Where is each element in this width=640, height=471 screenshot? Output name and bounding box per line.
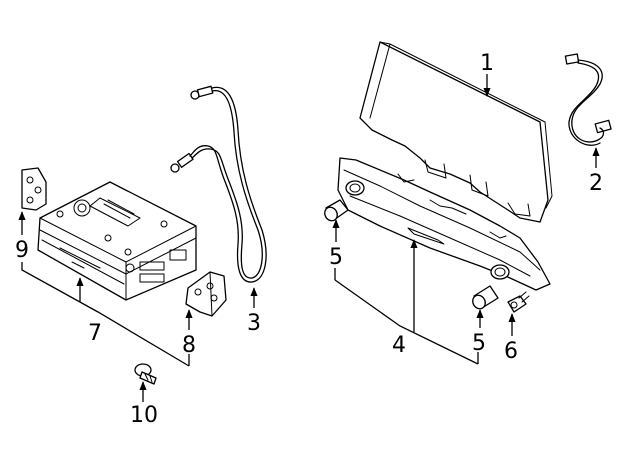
bracket-part-left [21, 167, 47, 211]
callout-8: 8 [182, 333, 196, 358]
callout-7: 7 [88, 321, 102, 346]
callout-6: 6 [504, 339, 518, 364]
bolt-part [134, 363, 157, 385]
bracket-part-right [185, 271, 227, 317]
grommet-part-right [472, 285, 499, 310]
callout-1: 1 [480, 51, 494, 76]
callout-5-left: 5 [329, 245, 343, 270]
leader-lines [18, 74, 600, 402]
callout-10: 10 [130, 403, 158, 428]
screw-part [507, 291, 530, 313]
callout-4: 4 [392, 333, 406, 358]
bezel-frame-part [337, 157, 551, 291]
control-unit-part [37, 181, 197, 301]
display-panel-part [359, 41, 553, 223]
callout-9: 9 [15, 238, 29, 263]
callout-5-right: 5 [472, 331, 486, 356]
wire-harness-part [564, 53, 612, 146]
callout-2: 2 [589, 171, 603, 196]
grommet-part-left [324, 199, 349, 222]
callout-3: 3 [247, 311, 261, 336]
cable-part [170, 85, 267, 283]
